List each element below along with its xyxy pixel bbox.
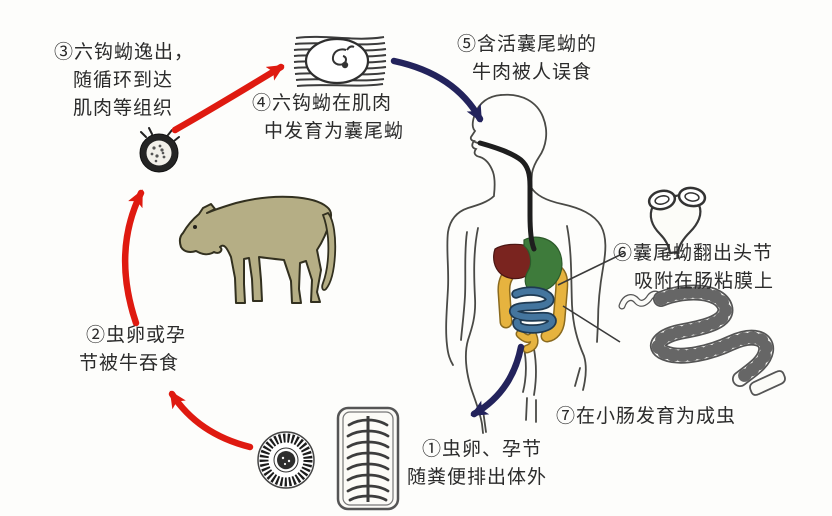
oncosphere-speckles xyxy=(150,144,166,163)
human-right-torso xyxy=(566,225,587,391)
label-step-4: ④六钩蚴在肌肉 中发育为囊尾蚴 xyxy=(252,90,404,146)
egg-embryo xyxy=(277,451,296,470)
egg-embryo-specks xyxy=(281,456,291,466)
label-step-5: ⑤含活囊尾蚴的 牛肉被人误食 xyxy=(457,31,597,87)
oncosphere-core xyxy=(146,140,172,166)
human-left-torso xyxy=(464,227,484,434)
label-step-3-line-3: 肌肉等组织 xyxy=(73,98,174,119)
label-step-1-line-2: 随粪便排出体外 xyxy=(407,467,548,488)
digestive-tract xyxy=(477,140,569,354)
worm-segment-lines xyxy=(651,286,773,386)
human-legs xyxy=(482,347,581,433)
label-step-6-line-2: 吸附在肠粘膜上 xyxy=(634,271,775,292)
human-skull xyxy=(500,93,548,188)
egg-striated-shell xyxy=(259,433,313,487)
cysticercus-in-muscle-icon xyxy=(293,35,387,87)
label-step-2-line-2: 节被牛吞食 xyxy=(79,353,180,374)
human-right-arm xyxy=(530,186,607,343)
oncosphere-hooks xyxy=(140,127,180,142)
pointer-line-to-worm xyxy=(562,305,621,343)
sigmoid-colon-fill xyxy=(517,330,538,352)
oncosphere-icon xyxy=(139,127,180,173)
label-step-3-line-1: ③六钩蚴逸出， xyxy=(54,42,195,63)
small-intestine-fill xyxy=(510,288,555,333)
label-step-1: ①虫卵、孕节 随粪便排出体外 xyxy=(407,436,547,492)
cow-eye xyxy=(193,225,197,229)
pointer-line-to-step6 xyxy=(557,252,625,286)
label-step-4-line-1: ④六钩蚴在肌肉 xyxy=(252,93,393,114)
label-step-3: ③六钩蚴逸出， 随循环到达 肌肉等组织 xyxy=(54,39,194,123)
label-step-7-line-1: ⑦在小肠发育为成虫 xyxy=(556,406,737,427)
label-step-2-line-1: ②虫卵或孕 xyxy=(86,325,187,346)
red-arrow-egg-to-cattle xyxy=(168,390,254,451)
label-step-5-line-2: 牛肉被人误食 xyxy=(472,62,593,83)
label-step-6-line-1: ⑥囊尾蚴翻出头节 xyxy=(613,243,774,264)
scolex-neck-lines xyxy=(666,251,679,259)
label-step-5-line-1: ⑤含活囊尾蚴的 xyxy=(457,34,598,55)
navy-arrow-feces-out xyxy=(470,343,525,418)
invaginated-scolex xyxy=(331,45,355,66)
red-arrow-oncosphere-to-muscle xyxy=(171,63,285,134)
label-step-6: ⑥囊尾蚴翻出头节 吸附在肠粘膜上 xyxy=(613,240,774,296)
cow-figure xyxy=(178,195,337,304)
adult-tapeworm-icon xyxy=(618,284,786,396)
label-step-2: ②虫卵或孕 节被牛吞食 xyxy=(79,322,186,378)
label-step-3-line-2: 随循环到达 xyxy=(73,70,174,91)
uterus-branches xyxy=(346,418,390,502)
label-step-7: ⑦在小肠发育为成虫 xyxy=(556,403,736,431)
red-arrow-ingested-to-oncosphere xyxy=(121,189,145,327)
tapeworm-egg-icon xyxy=(257,431,315,489)
gravid-proglottid-icon xyxy=(336,406,400,511)
esophagus xyxy=(477,140,537,252)
scolex-icon xyxy=(647,186,707,259)
scolex-sucker-left xyxy=(647,189,677,211)
detached-proglottid xyxy=(749,370,786,396)
cow-body xyxy=(178,195,332,304)
cow-tail xyxy=(321,211,337,291)
label-step-1-line-1: ①虫卵、孕节 xyxy=(422,439,543,460)
scolex-sucker-right xyxy=(677,186,707,208)
label-step-4-line-2: 中发育为囊尾蚴 xyxy=(264,121,405,142)
navy-arrow-beef-to-mouth xyxy=(390,57,484,123)
cyst-bladder xyxy=(304,37,370,85)
human-left-arm-inner xyxy=(460,231,468,341)
scolex-knob xyxy=(341,61,349,69)
human-left-arm xyxy=(445,195,495,366)
proglottid-inner-border xyxy=(342,411,394,506)
